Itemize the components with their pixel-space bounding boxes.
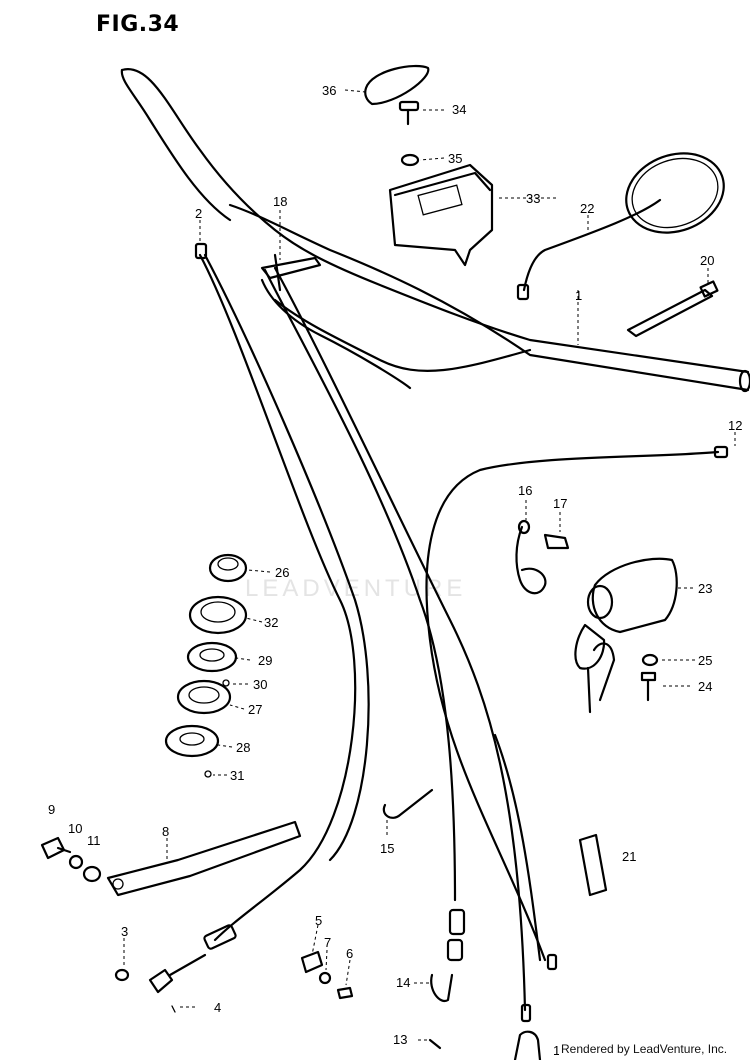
callout-28: 28 bbox=[236, 740, 250, 755]
clamp-cap bbox=[364, 64, 430, 106]
grip-end bbox=[513, 1030, 542, 1060]
throttle-adjuster bbox=[114, 924, 237, 1013]
callout-9: 9 bbox=[48, 802, 55, 817]
callout-20: 20 bbox=[700, 253, 714, 268]
callout-35: 35 bbox=[448, 151, 462, 166]
callout-12: 12 bbox=[728, 418, 742, 433]
callout-23: 23 bbox=[698, 581, 712, 596]
callout-22: 22 bbox=[580, 201, 594, 216]
callout-2: 2 bbox=[195, 206, 202, 221]
steering-nut-stack bbox=[164, 553, 248, 778]
callout-32: 32 bbox=[264, 615, 278, 630]
callout-30: 30 bbox=[253, 677, 267, 692]
callout-18: 18 bbox=[273, 194, 287, 209]
clamp-bolt bbox=[398, 100, 420, 126]
callout-7: 7 bbox=[324, 935, 331, 950]
handlebar-clamp bbox=[388, 163, 494, 267]
callout-36: 36 bbox=[322, 83, 336, 98]
callout-labels: 1 2 3 4 5 6 7 8 9 10 11 12 13 14 15 16 1… bbox=[48, 83, 742, 1058]
cables bbox=[194, 242, 729, 1023]
return-spring bbox=[515, 519, 547, 595]
callout-14: 14 bbox=[396, 975, 410, 990]
callout-33: 33 bbox=[526, 191, 540, 206]
handlebar bbox=[120, 68, 750, 393]
callout-21: 21 bbox=[622, 849, 636, 864]
callout-1: 1 bbox=[575, 288, 582, 303]
callout-25: 25 bbox=[698, 653, 712, 668]
callout-27: 27 bbox=[248, 702, 262, 717]
callout-11: 11 bbox=[87, 833, 101, 848]
callout-34: 34 bbox=[452, 102, 466, 117]
switch-screw bbox=[543, 533, 570, 550]
small-hardware bbox=[300, 788, 466, 1050]
callout-3: 3 bbox=[121, 924, 128, 939]
lever-bolt bbox=[626, 280, 719, 338]
callout-15: 15 bbox=[380, 841, 394, 856]
callout-6: 6 bbox=[346, 946, 353, 961]
rear-mirror bbox=[516, 152, 725, 301]
cable-guide bbox=[260, 253, 322, 292]
callout-8: 8 bbox=[162, 824, 169, 839]
callout-leaders bbox=[123, 89, 736, 1041]
callout-29: 29 bbox=[258, 653, 272, 668]
callout-24: 24 bbox=[698, 679, 712, 694]
callout-10: 10 bbox=[68, 821, 82, 836]
credit-text: Rendered by LeadVenture, Inc. bbox=[559, 1041, 730, 1057]
cable-bracket bbox=[40, 820, 302, 897]
clamp-washer bbox=[400, 153, 420, 167]
callout-17: 17 bbox=[553, 496, 567, 511]
callout-4: 4 bbox=[214, 1000, 221, 1015]
callout-31: 31 bbox=[230, 768, 244, 783]
callout-5: 5 bbox=[315, 913, 322, 928]
ignition-switch bbox=[574, 557, 678, 714]
figure-title: FIG.34 bbox=[96, 12, 180, 37]
lever-cover bbox=[578, 833, 608, 897]
callout-16: 16 bbox=[518, 483, 532, 498]
callout-26: 26 bbox=[275, 565, 289, 580]
callout-13: 13 bbox=[393, 1032, 407, 1047]
